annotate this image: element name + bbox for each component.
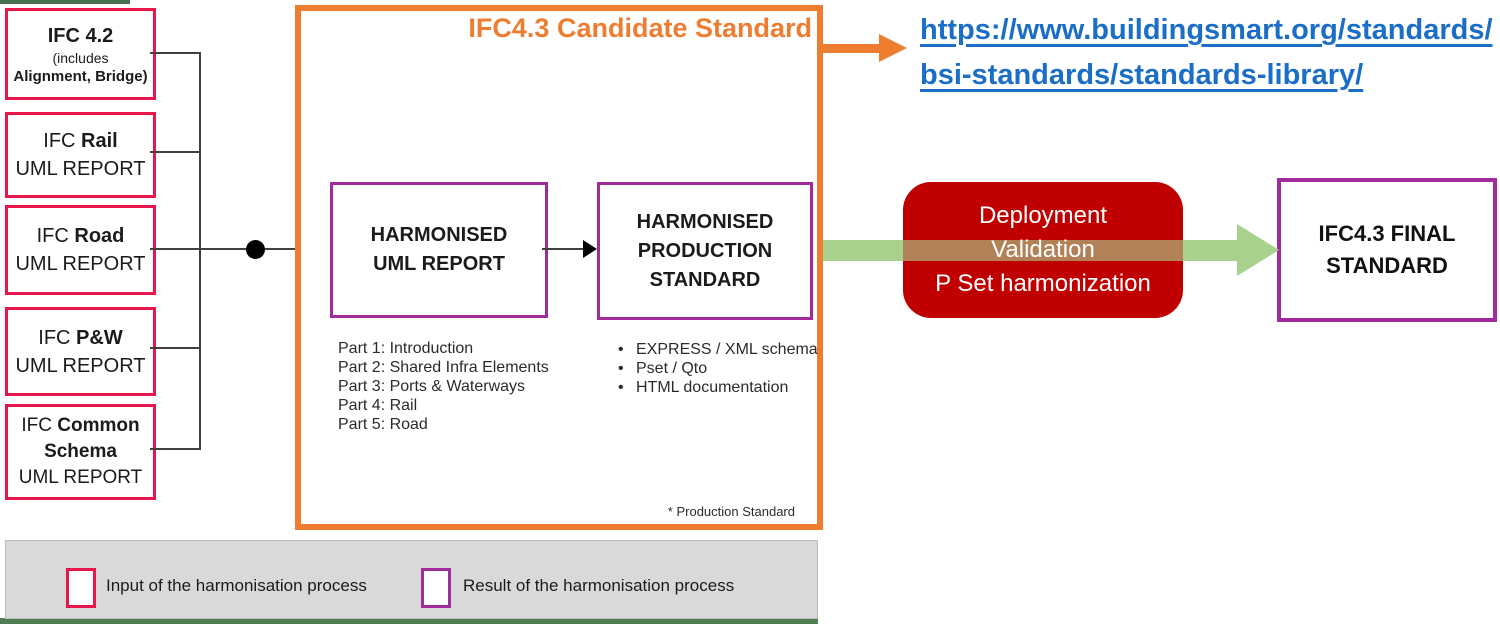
legend-input-swatch xyxy=(66,568,96,608)
connector-line xyxy=(150,347,200,349)
pbox-line: UML REPORT xyxy=(373,253,505,275)
parts-list-item: Part 2: Shared Infra Elements xyxy=(338,359,549,376)
box-title: IFC P&W xyxy=(38,324,122,352)
link-arrow-shaft-icon xyxy=(823,44,881,53)
pbox-line: PRODUCTION xyxy=(637,239,773,262)
box-title-prefix: IFC xyxy=(43,130,82,152)
final-line: IFC4.3 FINAL xyxy=(1318,221,1456,246)
deliverables-item: EXPRESS / XML schema xyxy=(618,340,818,359)
box-subtitle: UML REPORT xyxy=(15,354,146,377)
box-title-prefix: IFC xyxy=(21,415,58,436)
legend-panel: Input of the harmonisation process Resul… xyxy=(5,540,818,619)
link-arrow-head-icon xyxy=(879,34,907,62)
input-box-common-schema: IFC Common Schema UML REPORT xyxy=(5,404,156,500)
connector-line xyxy=(150,448,200,450)
box-subtitle: UML REPORT xyxy=(18,467,143,488)
standards-library-link[interactable]: https://www.buildingsmart.org/standards/… xyxy=(920,8,1500,98)
deliverables-item: Pset / Qto xyxy=(618,359,818,378)
box-subtitle: UML REPORT xyxy=(15,158,146,180)
deliverables-list: EXPRESS / XML schema Pset / Qto HTML doc… xyxy=(618,340,818,397)
pbox-line: HARMONISED xyxy=(370,224,508,246)
input-box-ifc42: IFC 4.2 (includes Alignment, Bridge) xyxy=(5,8,156,100)
box-title-prefix: IFC xyxy=(36,225,75,247)
pbox-line: STANDARD xyxy=(649,268,761,291)
deliverables-item: HTML documentation xyxy=(618,378,818,397)
box-title-name: Road xyxy=(74,225,125,247)
legend-input-label: Input of the harmonisation process xyxy=(106,576,367,595)
box-title-name: Rail xyxy=(81,130,118,152)
box-title: IFC Road xyxy=(37,222,125,250)
connector-trunk-line xyxy=(199,52,201,450)
pbox-line: HARMONISED xyxy=(636,210,774,233)
box-subtitle: (includes xyxy=(52,50,109,66)
box-title-line2: Schema xyxy=(44,441,117,462)
box-title: IFC 4.2 xyxy=(47,25,114,47)
legend-result-label: Result of the harmonisation process xyxy=(463,576,735,595)
input-box-road: IFC Road UML REPORT xyxy=(5,205,156,295)
merge-line xyxy=(150,248,318,250)
connector-line xyxy=(150,151,200,153)
deployment-validation-box: Deployment Validation P Set harmonizatio… xyxy=(903,182,1183,318)
deploy-line: Deployment xyxy=(978,202,1108,229)
deployment-arrow-head-icon xyxy=(1237,224,1279,276)
parts-list-item: Part 4: Rail xyxy=(338,397,418,414)
box-title: IFC Common xyxy=(21,413,139,439)
harmonised-uml-report-box: HARMONISED UML REPORT xyxy=(330,182,548,318)
input-box-rail: IFC Rail UML REPORT xyxy=(5,112,156,198)
candidate-standard-title: IFC4.3 Candidate Standard xyxy=(468,13,812,43)
link-line1: https://www.buildingsmart.org/standards xyxy=(920,14,1485,46)
production-standard-note: * Production Standard xyxy=(667,504,795,519)
deploy-line: Validation xyxy=(991,236,1095,263)
uml-to-prod-line xyxy=(542,248,584,250)
input-box-pw: IFC P&W UML REPORT xyxy=(5,307,156,396)
merge-junction-dot xyxy=(246,240,265,259)
deploy-line: P Set harmonization xyxy=(935,270,1151,297)
box-subtitle: UML REPORT xyxy=(15,253,146,275)
parts-list-item: Part 5: Road xyxy=(338,416,428,433)
connector-line xyxy=(150,52,200,54)
box-subtitle-bold: Alignment, Bridge) xyxy=(13,68,148,85)
legend-result-swatch xyxy=(421,568,451,608)
ifc43-final-standard-box: IFC4.3 FINAL STANDARD xyxy=(1277,178,1497,322)
parts-list-item: Part 1: Introduction xyxy=(338,340,474,357)
uml-to-prod-arrowhead-icon xyxy=(583,240,597,258)
parts-list-item: Part 3: Ports & Waterways xyxy=(338,378,526,395)
box-title: IFC Rail xyxy=(43,127,117,155)
box-title-name: Common xyxy=(57,415,140,436)
arrow-blend-band xyxy=(903,240,1183,261)
box-title-prefix: IFC xyxy=(38,326,77,349)
parts-list: Part 1: Introduction Part 2: Shared Infr… xyxy=(338,339,549,434)
final-line: STANDARD xyxy=(1326,253,1448,278)
bottom-edge-strip xyxy=(0,618,818,624)
box-title-name: P&W xyxy=(76,326,123,349)
link-line2: /bsi-standards/standards-library/ xyxy=(920,14,1493,91)
harmonised-production-standard-box: HARMONISED PRODUCTION STANDARD xyxy=(597,182,813,320)
top-edge-strip xyxy=(0,0,130,4)
